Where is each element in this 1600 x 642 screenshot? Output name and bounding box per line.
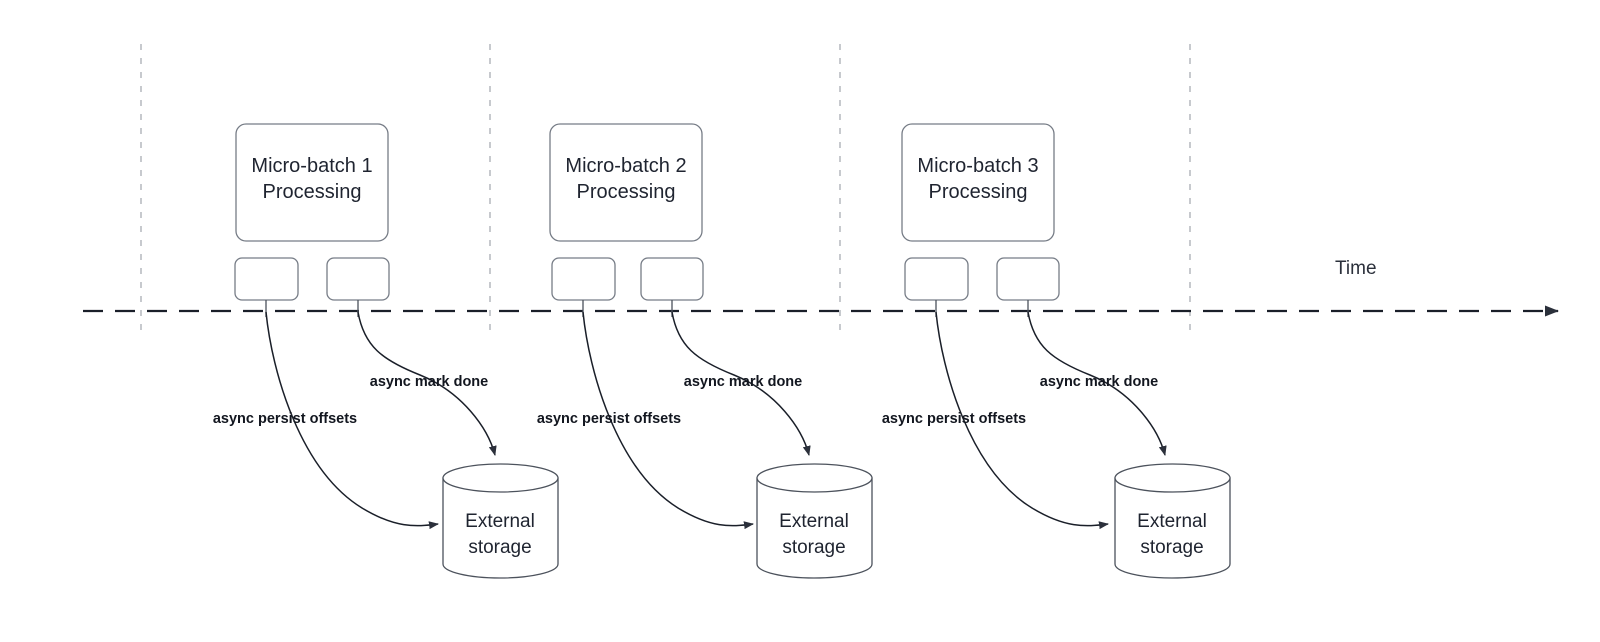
external-storage-label-2-line1: External	[779, 511, 849, 532]
mark-done-arrow-2	[671, 311, 811, 456]
mark-done-label-1: async mark done	[370, 374, 488, 390]
micro-batch-group-3: Micro-batch 3 Processing async persist o…	[882, 123, 1231, 579]
persist-task-box-1[interactable]	[234, 257, 299, 301]
micro-batch-box-1-line1: Micro-batch 1	[251, 155, 372, 177]
micro-batch-box-3-line2: Processing	[929, 181, 1028, 203]
micro-batch-box-2[interactable]	[549, 123, 703, 242]
mark-done-task-box-1[interactable]	[326, 257, 390, 301]
micro-batch-box-2-line1: Micro-batch 2	[565, 155, 686, 177]
external-storage-cylinder-2[interactable]	[756, 463, 873, 579]
micro-batch-group-1: Micro-batch 1 Processing async persist o…	[213, 123, 559, 579]
external-storage-label-1-line1: External	[465, 511, 535, 532]
external-storage-cylinder-3[interactable]	[1114, 463, 1231, 579]
persist-offsets-label-3: async persist offsets	[882, 411, 1026, 427]
external-storage-label-1-line2: storage	[468, 537, 531, 558]
persist-offsets-label-1: async persist offsets	[213, 411, 357, 427]
persist-task-box-2[interactable]	[551, 257, 616, 301]
micro-batch-box-1-line2: Processing	[263, 181, 362, 203]
persist-offsets-arrow-3	[935, 311, 1109, 530]
mark-done-task-box-3[interactable]	[996, 257, 1060, 301]
mark-done-arrow-1	[357, 311, 497, 456]
time-axis-label: Time	[1335, 258, 1377, 279]
persist-offsets-label-2: async persist offsets	[537, 411, 681, 427]
mark-done-label-3: async mark done	[1040, 374, 1158, 390]
external-storage-cylinder-1[interactable]	[442, 463, 559, 579]
mark-done-label-2: async mark done	[684, 374, 802, 390]
persist-offsets-arrow-2	[582, 311, 754, 530]
external-storage-label-3-line2: storage	[1140, 537, 1203, 558]
mark-done-task-box-2[interactable]	[640, 257, 704, 301]
micro-batch-box-3[interactable]	[901, 123, 1055, 242]
persist-offsets-arrow-1	[265, 311, 439, 530]
micro-batch-box-1[interactable]	[235, 123, 389, 242]
micro-batch-box-2-line2: Processing	[577, 181, 676, 203]
external-storage-label-3-line1: External	[1137, 511, 1207, 532]
external-storage-label-2-line2: storage	[782, 537, 845, 558]
mark-done-arrow-3	[1027, 311, 1167, 456]
micro-batch-group-2: Micro-batch 2 Processing async persist o…	[537, 123, 873, 579]
micro-batch-box-3-line1: Micro-batch 3	[917, 155, 1038, 177]
persist-task-box-3[interactable]	[904, 257, 969, 301]
